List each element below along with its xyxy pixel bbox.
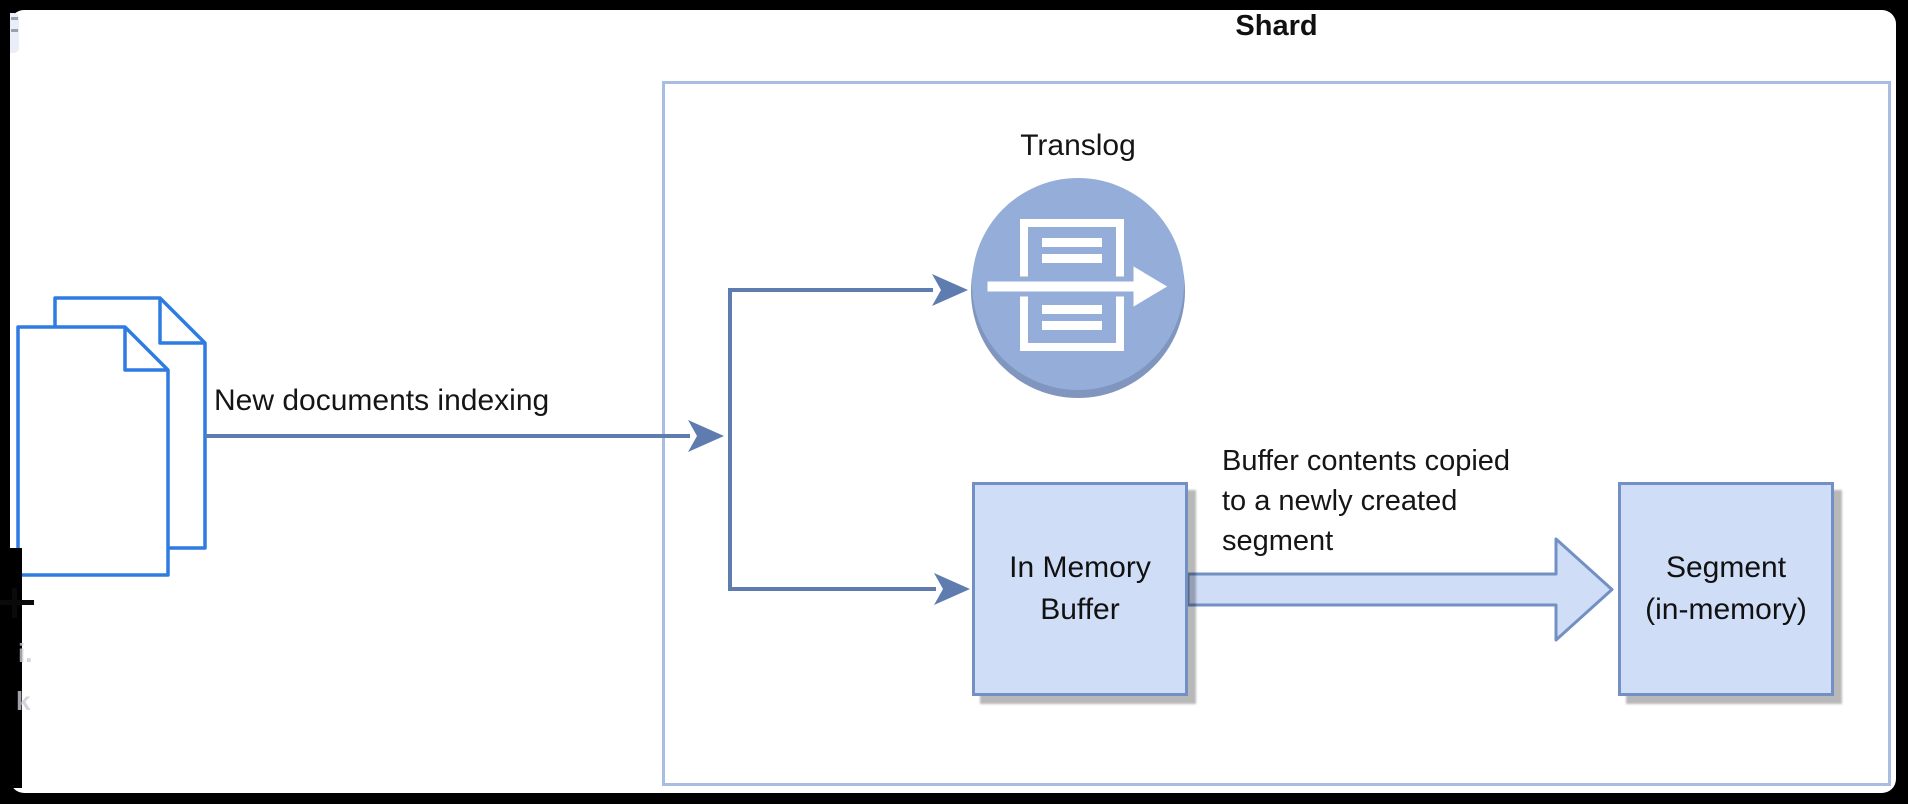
artifact-glyph-2: k — [16, 686, 31, 716]
arrowhead-icon — [932, 274, 968, 306]
edge-split-connector[interactable] — [728, 274, 970, 605]
document-fold-back — [158, 298, 205, 345]
flush-annotation: Buffer contents copied to a newly create… — [1222, 445, 1511, 558]
document-fold-front — [123, 327, 168, 372]
document-page-front[interactable] — [16, 325, 170, 577]
scrollbar-dash — [11, 29, 18, 32]
diagram-canvas — [10, 10, 1896, 793]
shard-container[interactable] — [662, 81, 1891, 786]
flush-fat-arrow[interactable] — [1186, 537, 1614, 642]
scrollbar-dash — [11, 17, 18, 20]
documents-icon[interactable] — [16, 296, 207, 577]
edge-split-line[interactable] — [728, 288, 936, 591]
segment-label: Segment (in-memory) — [1645, 551, 1807, 626]
in-memory-buffer-label: In Memory Buffer — [1009, 551, 1151, 626]
arrowhead-icon — [688, 420, 724, 452]
artifact-glyph-1: i. — [18, 638, 33, 668]
in-memory-buffer-node[interactable]: In Memory Buffer — [972, 482, 1188, 696]
arrowhead-icon — [934, 573, 970, 605]
new-documents-indexing-label: New documents indexing — [214, 384, 550, 417]
translog-title: Translog — [1020, 129, 1136, 162]
crosshair-vertical — [12, 588, 17, 618]
shard-title: Shard — [1235, 10, 1318, 42]
crosshair-cursor — [0, 588, 34, 618]
scrollbar-sliver[interactable] — [10, 13, 19, 53]
translog-log-icon — [982, 219, 1177, 351]
crosshair-horizontal — [0, 600, 34, 605]
segment-node[interactable]: Segment (in-memory) — [1618, 482, 1834, 696]
edge-new-documents[interactable] — [205, 420, 724, 452]
log-arrow-icon — [982, 257, 1177, 316]
translog-node[interactable] — [971, 178, 1185, 398]
